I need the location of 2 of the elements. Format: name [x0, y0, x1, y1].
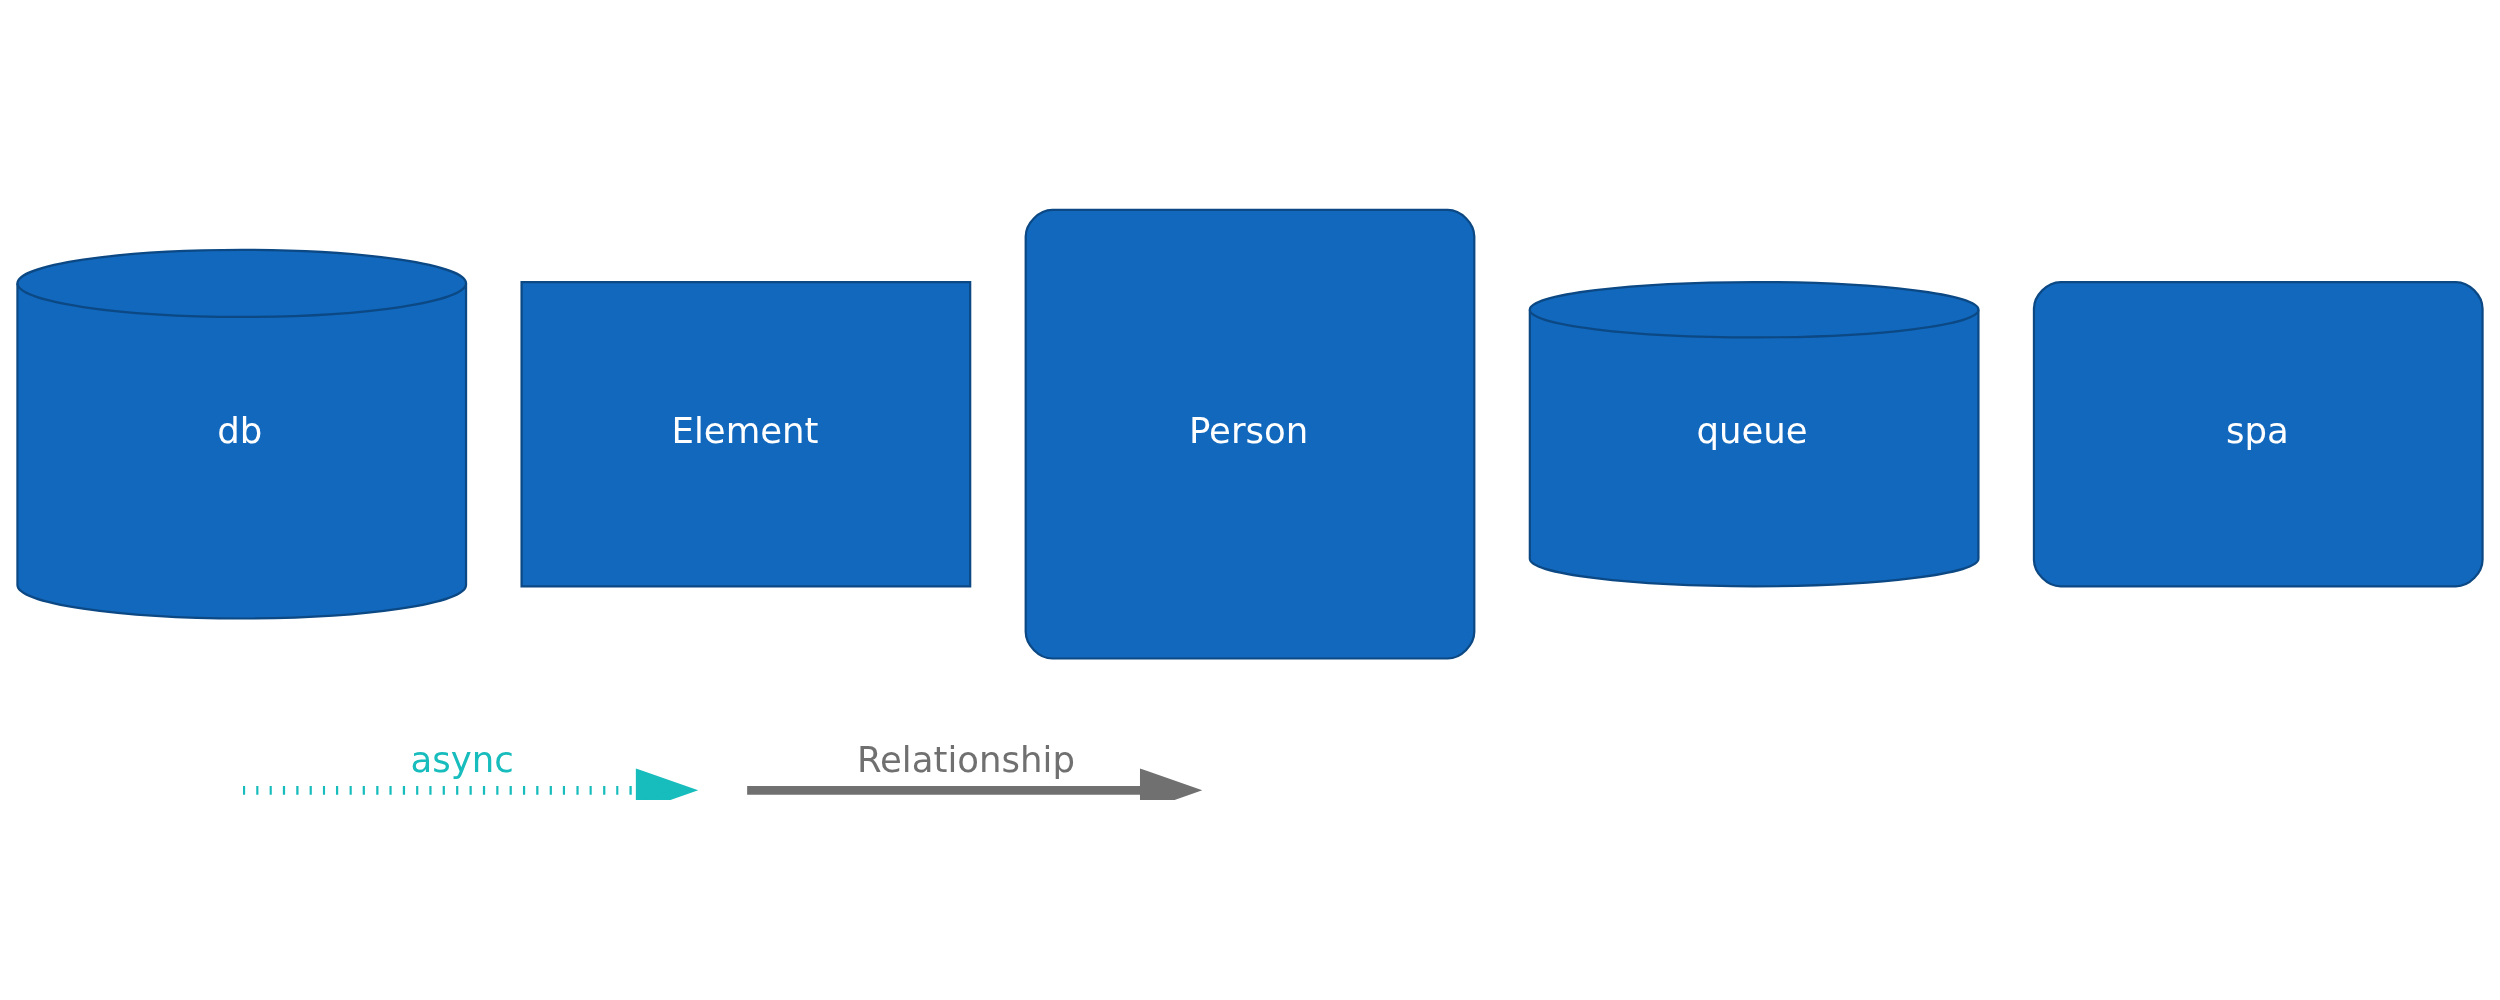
legend-label: async [410, 738, 514, 780]
legend-label: Relationship [856, 738, 1075, 780]
